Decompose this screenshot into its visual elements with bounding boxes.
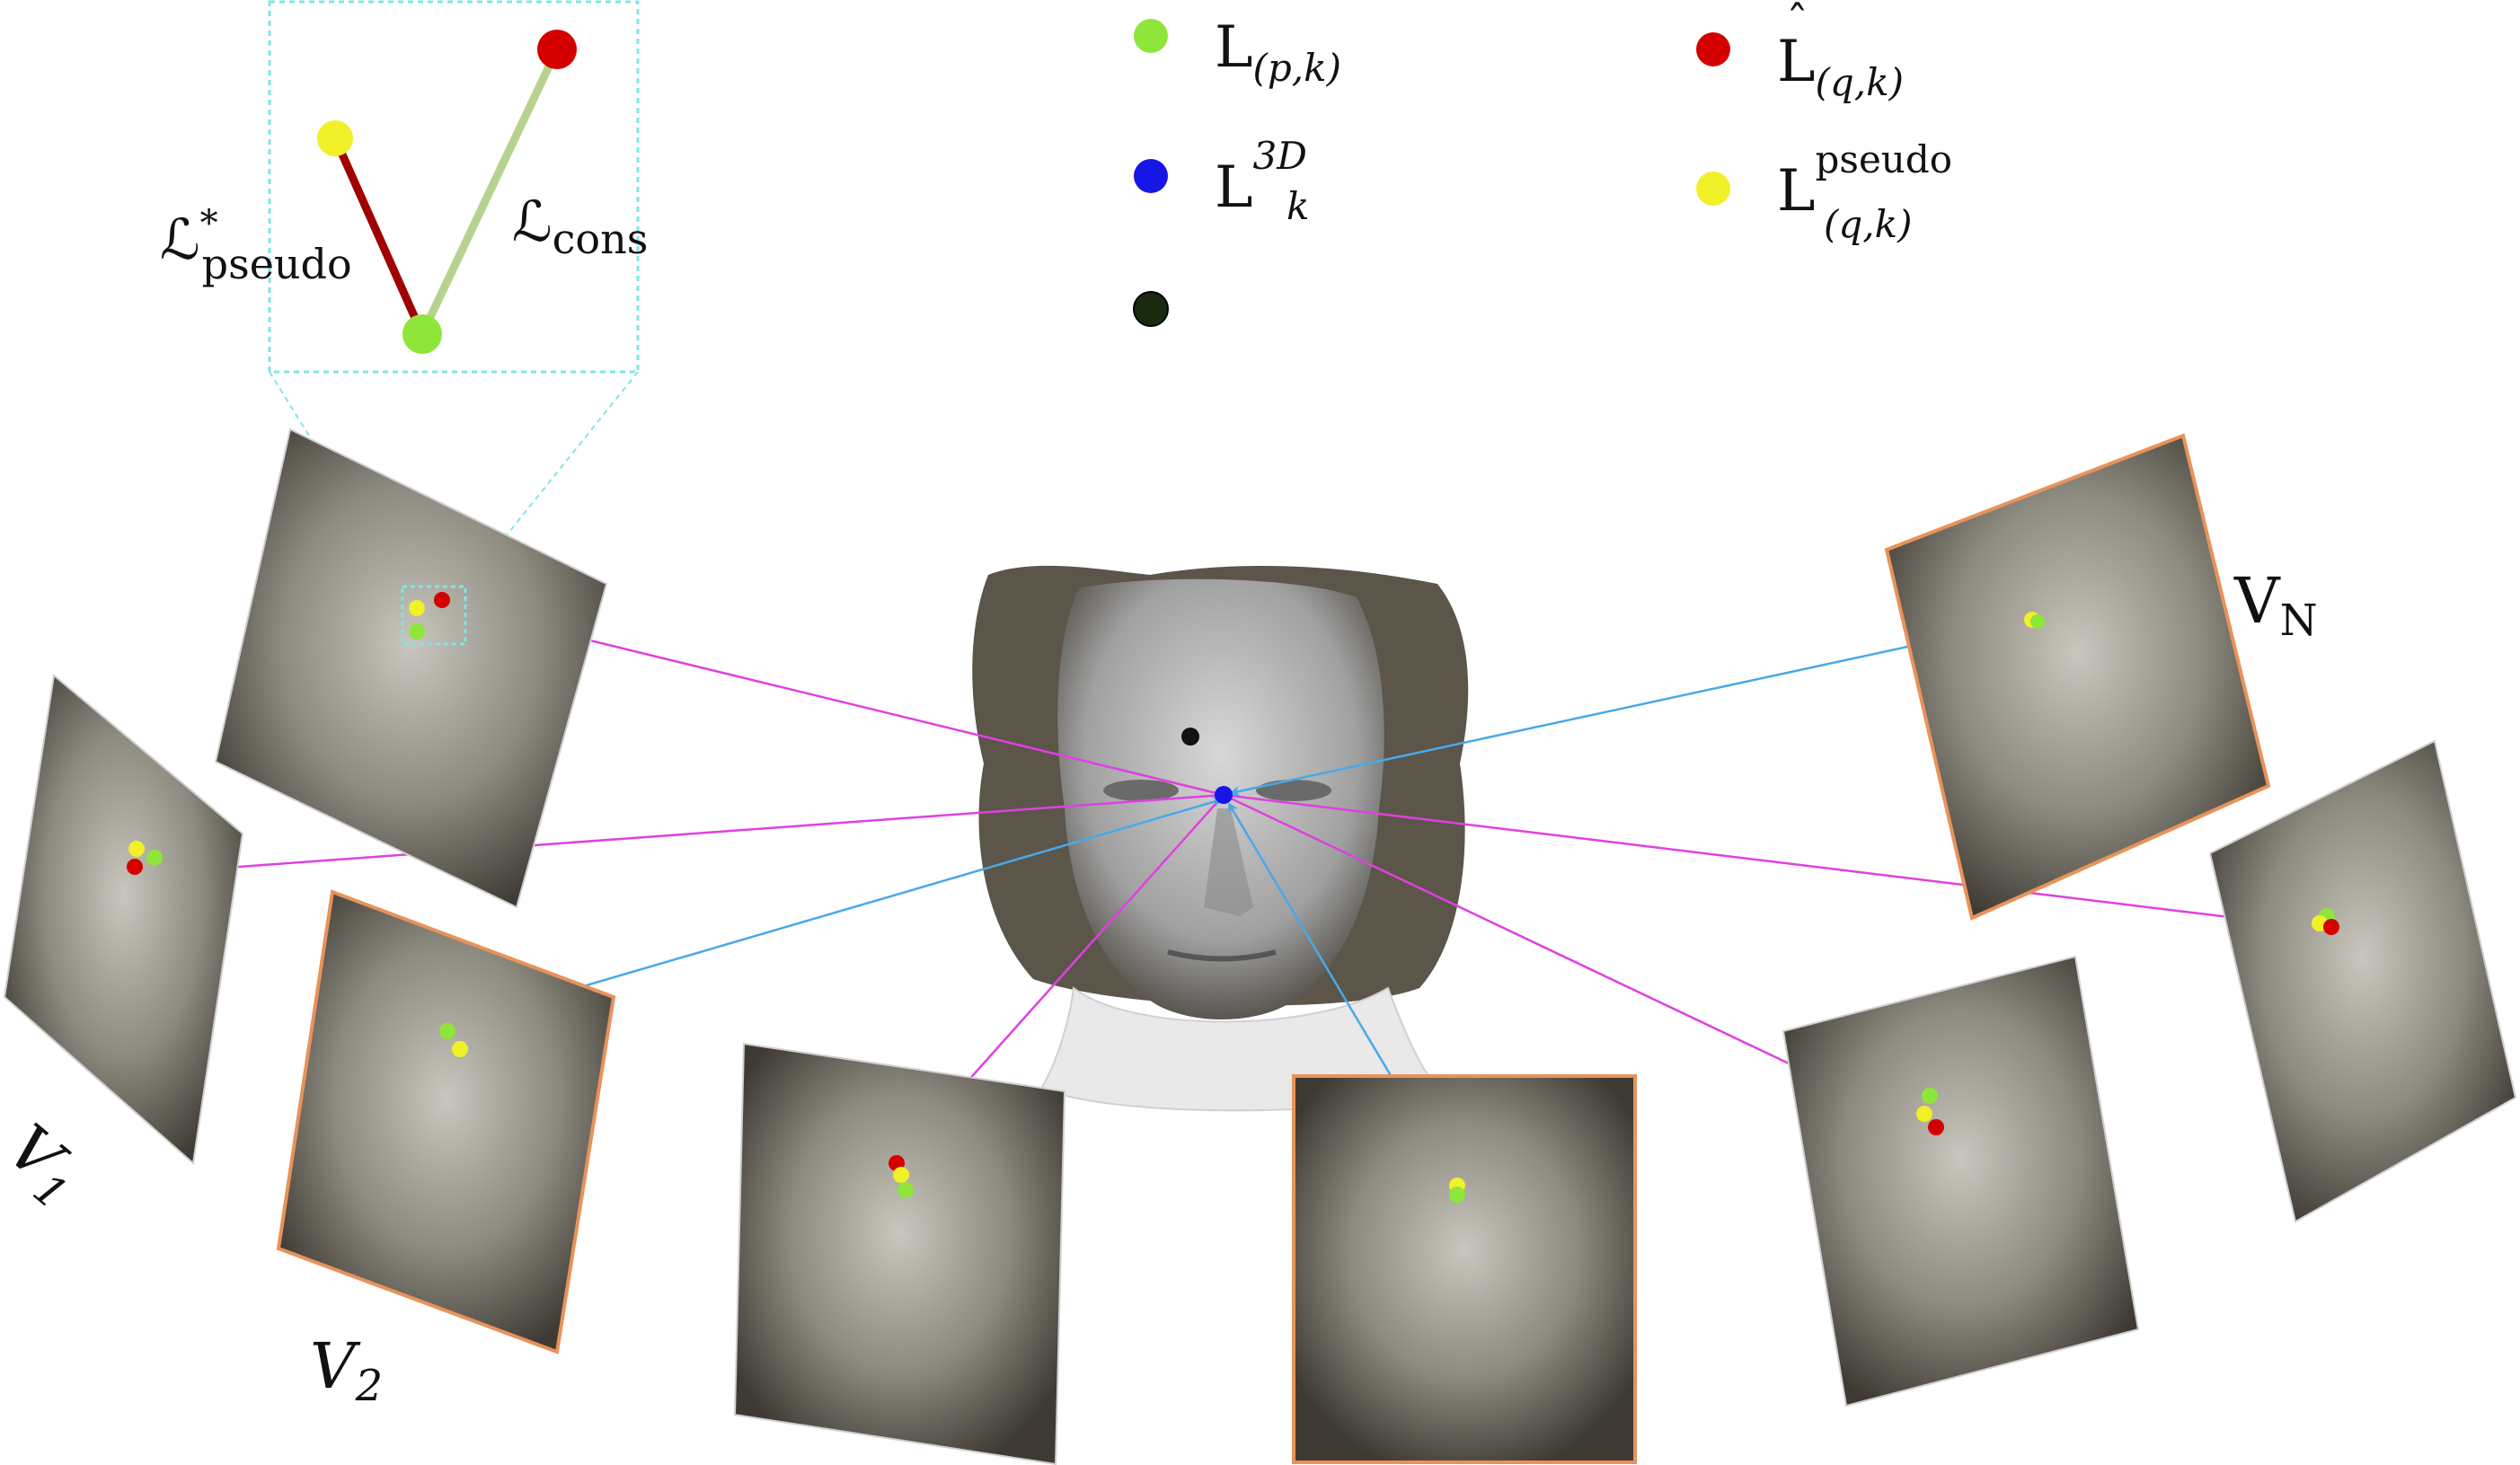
legend-yellow-dot [1696, 172, 1730, 206]
svg-text:Lpseudo: Lpseudo [1777, 137, 1952, 225]
arrow-from-view-n [1229, 618, 2033, 797]
mesh-forehead-dark-point [1181, 728, 1199, 746]
view-top-left [214, 428, 608, 909]
center-3d-face [972, 565, 1469, 1112]
view-1-red [127, 859, 143, 875]
view-bottom-right-green [1922, 1088, 1938, 1104]
mesh-nose [1204, 808, 1253, 916]
view-1 [3, 674, 244, 1165]
view-n-green [2030, 614, 2045, 629]
view-1-yellow [128, 841, 145, 857]
legend-lpseudo-sup: pseudo [1816, 137, 1953, 181]
arrow-to-view-1 [151, 793, 1225, 878]
legend-item-l3d: L3D k [1134, 134, 1309, 228]
zoom-inset: ℒ*pseudo ℒcons [160, 0, 648, 587]
view-top-left-yellow [409, 600, 425, 616]
legend-item-lpk: L(p,k) [1134, 14, 1341, 90]
mesh-mouth [1167, 949, 1277, 962]
view-1-label: V1 [0, 1110, 97, 1220]
view-right [2208, 739, 2517, 1223]
view-bottom-mid-green [897, 1182, 914, 1198]
view-bottom-center [1292, 1074, 1637, 1464]
view-bottom-right-photo [1782, 955, 2140, 1408]
legend-green-dot [1134, 19, 1168, 53]
zoom-source-box [401, 585, 467, 646]
svg-text:L(q,k): L(q,k) [1777, 29, 1904, 104]
svg-text:L(p,k): L(p,k) [1215, 14, 1341, 90]
view-2-label: V2 [310, 1329, 383, 1411]
view-2-green [439, 1023, 455, 1039]
arrow-to-view-right [1223, 793, 2320, 932]
view-top-left-red [434, 592, 450, 608]
view-2-yellow [452, 1041, 468, 1057]
legend-item-lhat: L(q,k) ˆ [1696, 0, 1904, 104]
inset-yellow-point [317, 120, 353, 156]
arrow-from-view-2 [484, 797, 1224, 1017]
view-n-photo [1884, 433, 2271, 921]
view-1-green [146, 850, 163, 866]
mesh-right-eye [1256, 780, 1331, 801]
legend-lhat-sub: (q,k) [1816, 60, 1904, 104]
legend-l3d-sup: 3D [1253, 134, 1307, 178]
view-bottom-mid-photo [733, 1042, 1066, 1465]
legend-red-dot [1696, 32, 1730, 66]
view-bottom-mid-yellow [893, 1167, 909, 1183]
legend-item-lpseudo: Lpseudo (q,k) [1696, 137, 1952, 246]
loss-cons-label: ℒcons [512, 189, 648, 263]
view-top-left-green [409, 623, 425, 640]
legend-l3d-sub: k [1287, 184, 1309, 228]
view-bottom-center-photo [1292, 1074, 1637, 1464]
arrows [151, 604, 2320, 1182]
legend-dark-dot [1133, 291, 1169, 327]
legend-lhat-hat: ˆ [1786, 0, 1808, 49]
legend-l3d-main: L [1215, 154, 1253, 221]
view-right-red [2323, 919, 2339, 935]
legend-lhat-main: L [1777, 29, 1816, 95]
view-bottom-mid [733, 1042, 1066, 1465]
view-bottom-center-green [1449, 1187, 1465, 1203]
pseudo-loss-line [331, 137, 427, 336]
inset-red-point [537, 30, 577, 69]
inset-frame [268, 0, 640, 374]
legend-item-unlabeled [1133, 291, 1169, 327]
legend-lpseudo-sub: (q,k) [1824, 202, 1912, 246]
view-bottom-right [1782, 955, 2140, 1408]
mesh-left-eye [1103, 780, 1179, 801]
cons-loss-line [418, 48, 561, 336]
center-3d-point [1215, 786, 1233, 804]
legend-lpk-sub: (p,k) [1253, 46, 1341, 90]
loss-pseudo-label: ℒ*pseudo [160, 203, 352, 288]
legend-lpseudo-main: L [1777, 158, 1816, 225]
view-bottom-right-red [1928, 1119, 1944, 1135]
legend: L(p,k) L(q,k) ˆ L3D k Lpseudo (q,k) [1133, 0, 1952, 327]
legend-blue-dot [1134, 159, 1168, 193]
view-n [1884, 433, 2271, 921]
view-2 [276, 889, 616, 1355]
legend-lpk-main: L [1215, 14, 1253, 81]
view-bottom-right-yellow [1916, 1106, 1932, 1122]
inset-green-point [402, 314, 442, 354]
view-top-left-photo [214, 428, 608, 909]
svg-text:L3D: L3D [1215, 134, 1307, 221]
view-2-photo [276, 889, 616, 1355]
view-n-label: VN [2233, 564, 2318, 646]
view-right-photo [2208, 739, 2517, 1223]
view-1-photo [3, 674, 244, 1165]
